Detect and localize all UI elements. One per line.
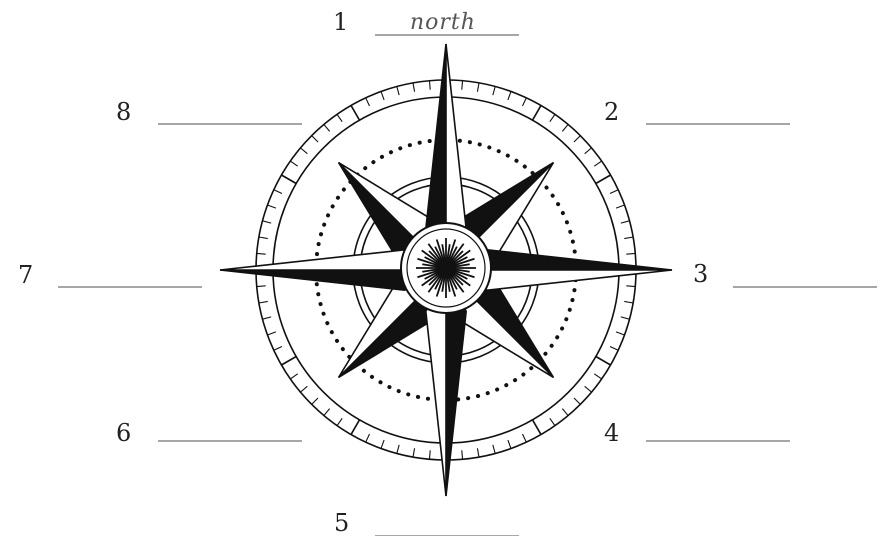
label-1: 1 north [333,8,519,36]
label-6: 6 [116,419,302,447]
label-4: 4 [604,419,790,447]
label-number: 1 [333,8,348,36]
answer-text: north [410,10,476,35]
label-2: 2 [604,98,790,126]
label-7: 7 [18,261,202,289]
label-number: 3 [693,260,708,288]
label-3: 3 [693,260,877,288]
label-number: 5 [334,509,349,536]
label-number: 4 [604,419,619,447]
label-8: 8 [116,98,302,126]
label-number: 2 [604,98,619,126]
label-number: 8 [116,98,131,126]
label-number: 6 [116,419,131,447]
label-number: 7 [18,261,33,289]
label-5: 5 [334,509,519,536]
